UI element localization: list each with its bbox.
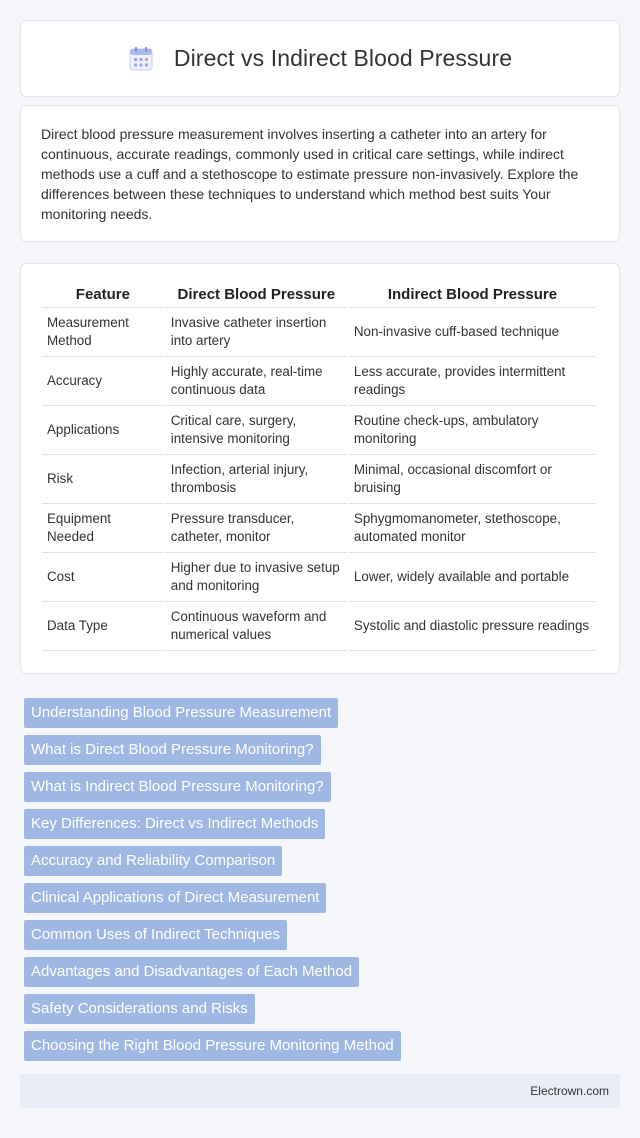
cell-direct: Invasive catheter insertion into artery (165, 308, 347, 357)
cell-indirect: Sphygmomanometer, stethoscope, automated… (348, 504, 596, 553)
cell-feature: Risk (42, 455, 164, 504)
topic-link-direct-monitoring[interactable]: What is Direct Blood Pressure Monitoring… (24, 735, 321, 765)
header-indirect: Indirect Blood Pressure (348, 284, 596, 308)
cell-indirect: Systolic and diastolic pressure readings (348, 602, 596, 651)
cell-feature: Measurement Method (42, 308, 164, 357)
topic-link-advantages-disadvantages[interactable]: Advantages and Disadvantages of Each Met… (24, 957, 360, 987)
header-feature: Feature (42, 284, 164, 308)
cell-feature: Applications (42, 406, 164, 455)
cell-direct: Infection, arterial injury, thrombosis (165, 455, 347, 504)
topic-link-understanding-measurement[interactable]: Understanding Blood Pressure Measurement (24, 698, 339, 728)
intro-card: Direct blood pressure measurement involv… (20, 105, 620, 242)
calendar-grid-icon (128, 46, 154, 72)
topic-link-indirect-uses[interactable]: Common Uses of Indirect Techniques (24, 920, 288, 950)
table-row: Data Type Continuous waveform and numeri… (42, 602, 596, 651)
table-row: Equipment Needed Pressure transducer, ca… (42, 504, 596, 553)
comparison-table: Feature Direct Blood Pressure Indirect B… (40, 284, 598, 651)
footer-site-name[interactable]: Electrown.com (530, 1084, 609, 1098)
topic-link-safety-risks[interactable]: Safety Considerations and Risks (24, 994, 255, 1024)
cell-direct: Continuous waveform and numerical values (165, 602, 347, 651)
cell-feature: Equipment Needed (42, 504, 164, 553)
page-title: Direct vs Indirect Blood Pressure (173, 45, 513, 71)
topic-link-direct-applications[interactable]: Clinical Applications of Direct Measurem… (24, 883, 327, 913)
topic-links: Understanding Blood Pressure Measurement… (24, 698, 401, 1068)
cell-indirect: Lower, widely available and portable (348, 553, 596, 602)
cell-indirect: Minimal, occasional discomfort or bruisi… (348, 455, 596, 504)
comparison-table-card: Feature Direct Blood Pressure Indirect B… (20, 263, 620, 674)
header-direct: Direct Blood Pressure (165, 284, 347, 308)
cell-direct: Higher due to invasive setup and monitor… (165, 553, 347, 602)
cell-indirect: Routine check-ups, ambulatory monitoring (348, 406, 596, 455)
cell-direct: Pressure transducer, catheter, monitor (165, 504, 347, 553)
cell-direct: Highly accurate, real-time continuous da… (165, 357, 347, 406)
cell-feature: Accuracy (42, 357, 164, 406)
table-header-row: Feature Direct Blood Pressure Indirect B… (42, 284, 596, 308)
footer: Electrown.com (20, 1074, 620, 1108)
cell-direct: Critical care, surgery, intensive monito… (165, 406, 347, 455)
cell-feature: Data Type (42, 602, 164, 651)
table-row: Risk Infection, arterial injury, thrombo… (42, 455, 596, 504)
topic-link-choosing-method[interactable]: Choosing the Right Blood Pressure Monito… (24, 1031, 401, 1061)
table-row: Accuracy Highly accurate, real-time cont… (42, 357, 596, 406)
topic-link-indirect-monitoring[interactable]: What is Indirect Blood Pressure Monitori… (24, 772, 331, 802)
cell-indirect: Non-invasive cuff-based technique (348, 308, 596, 357)
topic-link-accuracy-comparison[interactable]: Accuracy and Reliability Comparison (24, 846, 283, 876)
page-header: Direct vs Indirect Blood Pressure (20, 20, 620, 97)
table-row: Measurement Method Invasive catheter ins… (42, 308, 596, 357)
table-row: Applications Critical care, surgery, int… (42, 406, 596, 455)
table-row: Cost Higher due to invasive setup and mo… (42, 553, 596, 602)
topic-link-key-differences[interactable]: Key Differences: Direct vs Indirect Meth… (24, 809, 326, 839)
cell-indirect: Less accurate, provides intermittent rea… (348, 357, 596, 406)
intro-text: Direct blood pressure measurement involv… (41, 126, 579, 222)
cell-feature: Cost (42, 553, 164, 602)
